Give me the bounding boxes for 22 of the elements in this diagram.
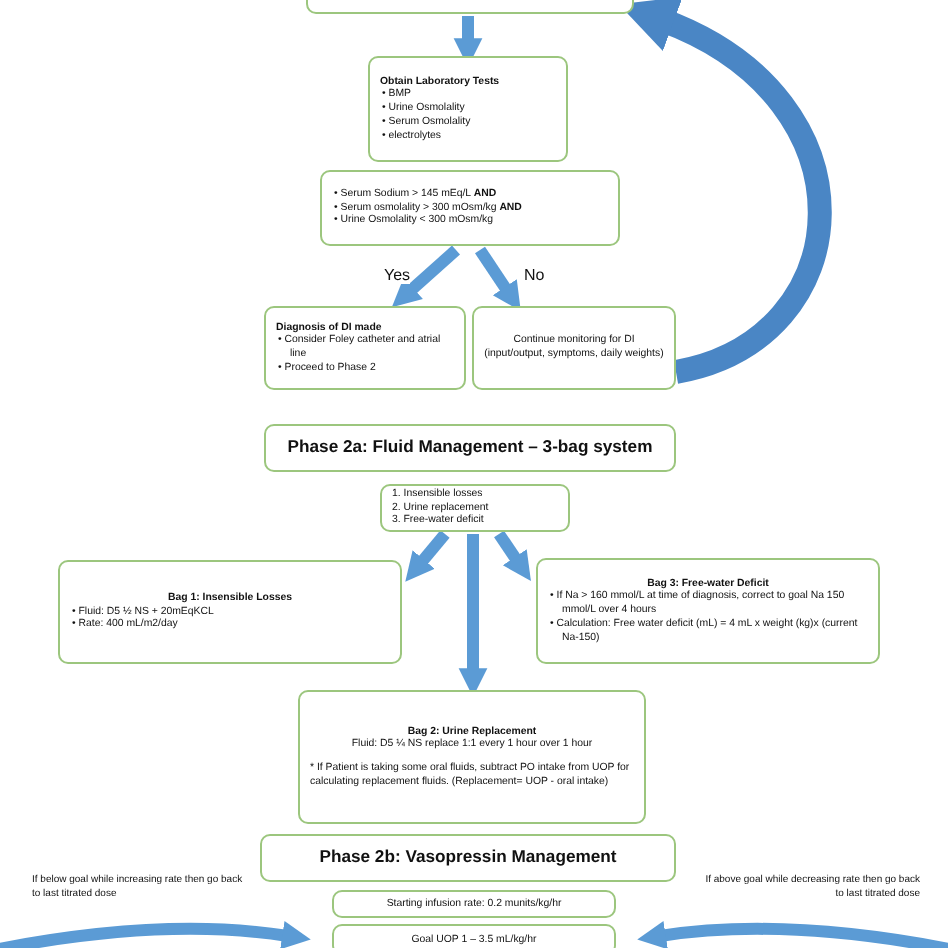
process-box — [332, 924, 616, 948]
process-box — [380, 484, 570, 532]
process-box — [332, 890, 616, 918]
arrow — [637, 920, 948, 948]
edge-label: Yes — [384, 266, 411, 284]
arrow — [405, 530, 450, 582]
arrow — [0, 920, 311, 948]
arrow — [391, 245, 460, 308]
arrow — [494, 530, 531, 582]
phase-box — [260, 834, 676, 882]
process-box — [472, 306, 676, 390]
process-box — [536, 558, 880, 664]
heading-text: Phase 2a: Fluid Management – 3-bag system — [285, 436, 655, 460]
process-box — [58, 560, 402, 664]
process-box — [264, 306, 466, 390]
arrow — [475, 246, 521, 312]
heading-text: Phase 2b: Vasopressin Management — [317, 846, 619, 870]
edge-label: No — [524, 266, 545, 284]
process-box — [298, 690, 646, 824]
process-box — [368, 56, 568, 162]
phase-box — [264, 424, 676, 472]
criteria-box — [320, 170, 620, 246]
